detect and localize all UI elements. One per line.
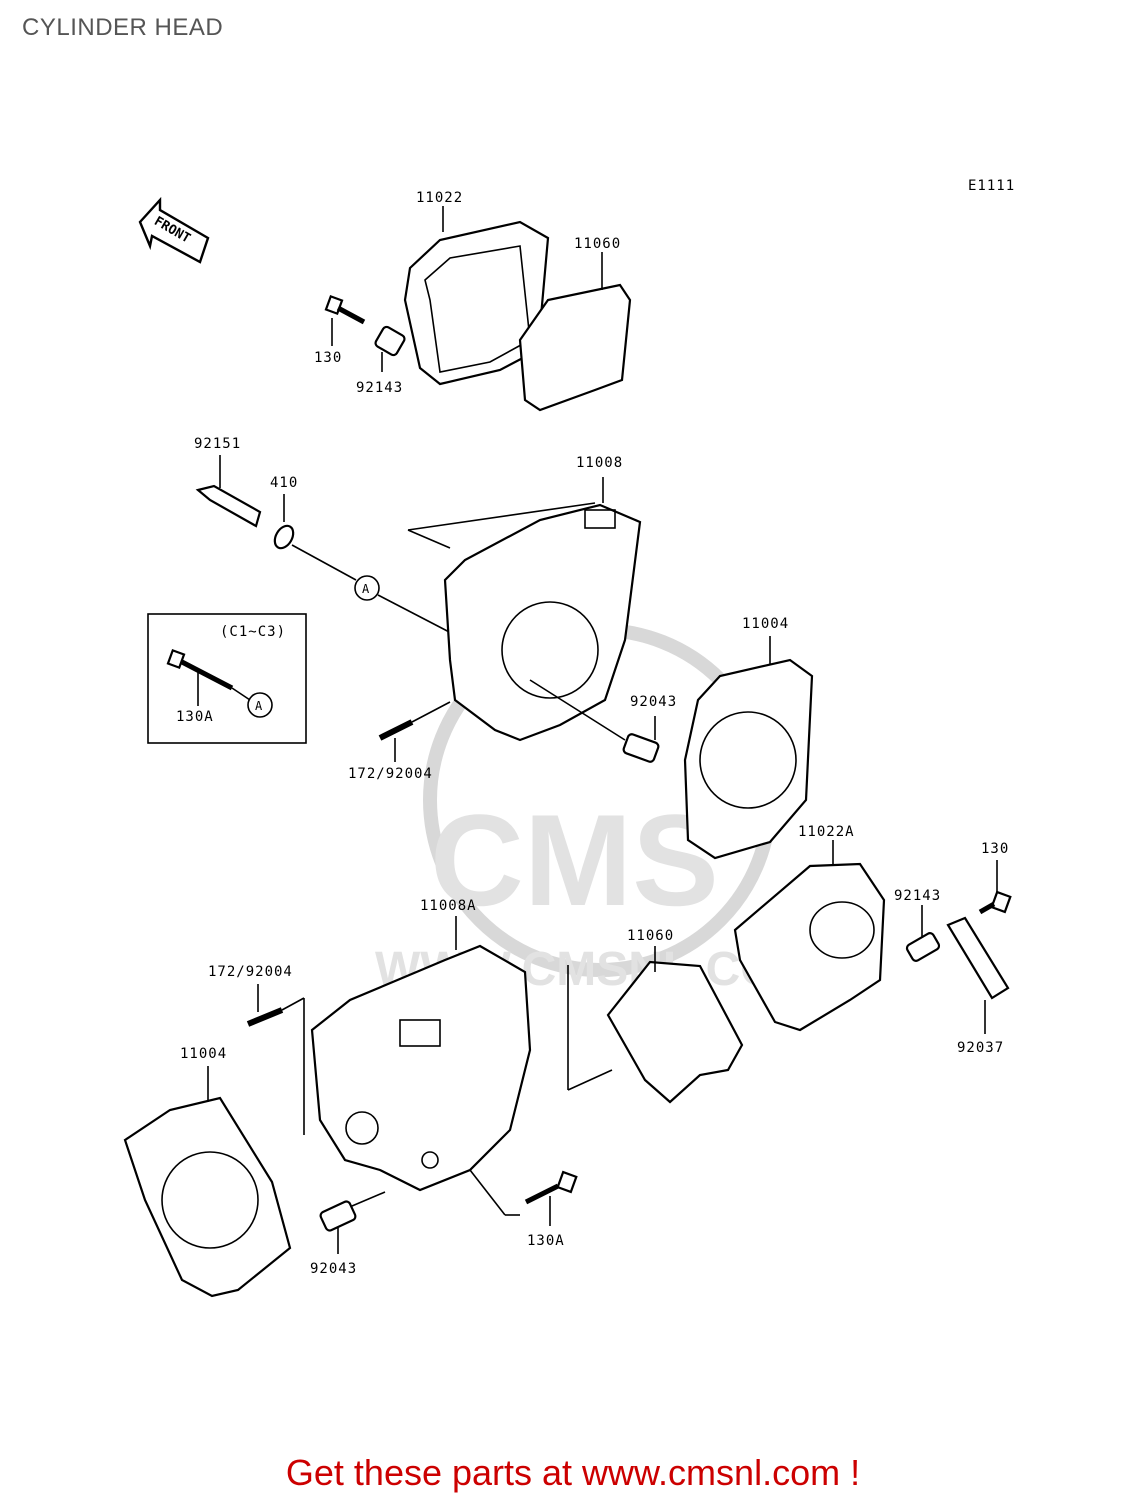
footer-link[interactable]: Get these parts at www.cmsnl.com ! [285,1452,861,1493]
svg-text:A: A [255,699,263,713]
label-92037: 92037 [957,1040,1004,1056]
label-92043-top: 92043 [630,694,677,710]
bolt-130-right [978,860,1012,915]
label-11060-top: 11060 [574,236,621,252]
front-label: FRONT [151,214,193,247]
label-410: 410 [270,475,298,491]
label-130a-inset: 130A [176,709,214,725]
watermark-logo-text: CMS [430,787,719,933]
label-130a-bottom: 130A [527,1233,565,1249]
label-11060-bottom: 11060 [627,928,674,944]
ref-marker-a: A [354,575,456,636]
fitting-92151 [195,455,262,528]
front-arrow-icon: FRONT [138,196,210,264]
parts-diagram: CMS WWW.CMSNL.COM FRONT E1111 [123,178,1015,1298]
inset-label: (C1~C3) [220,624,286,640]
bolt-130-top [324,294,366,346]
dowel-92043-top [529,679,660,763]
label-92043-bottom: 92043 [310,1261,357,1277]
svg-text:A: A [362,582,370,596]
cylinder-head-11008 [407,477,642,742]
label-130-right: 130 [981,841,1009,857]
label-172-92004-bottom: 172/92004 [208,964,293,980]
diagram-code: E1111 [968,178,1015,194]
inset-box: (C1~C3) A [147,613,307,744]
dowel-92143-right [905,905,941,962]
label-92143-right: 92143 [894,888,941,904]
bolt-130a-bottom [469,1169,578,1226]
cylinder-head-cover-lower [733,840,886,1032]
label-92143-top: 92143 [356,380,403,396]
label-11004-right: 11004 [742,616,789,632]
watermark: CMS WWW.CMSNL.COM [375,623,818,996]
head-gasket-11004-left [123,1066,292,1298]
label-130-top: 130 [314,350,342,366]
cover-gasket-bottom [567,946,744,1104]
dowel-92143-top [374,325,406,372]
stud-172-92004-top [378,701,451,762]
label-11022a: 11022A [798,824,855,840]
label-11022: 11022 [416,190,463,206]
dowel-92043-bottom [319,1191,386,1254]
plate-92037 [946,916,1010,1034]
cylinder-head-11008a [310,916,532,1192]
cover-gasket-top [518,252,632,412]
stud-172-92004-bottom [246,984,305,1135]
label-92151: 92151 [194,436,241,452]
label-11004-left: 11004 [180,1046,227,1062]
page-title: CYLINDER HEAD [22,14,224,41]
head-gasket-11004-right [683,636,814,860]
label-172-92004-top: 172/92004 [348,766,433,782]
washer-410 [273,494,357,581]
cylinder-head-cover-top [403,206,550,386]
label-11008: 11008 [576,455,623,471]
label-11008a: 11008A [420,898,477,914]
